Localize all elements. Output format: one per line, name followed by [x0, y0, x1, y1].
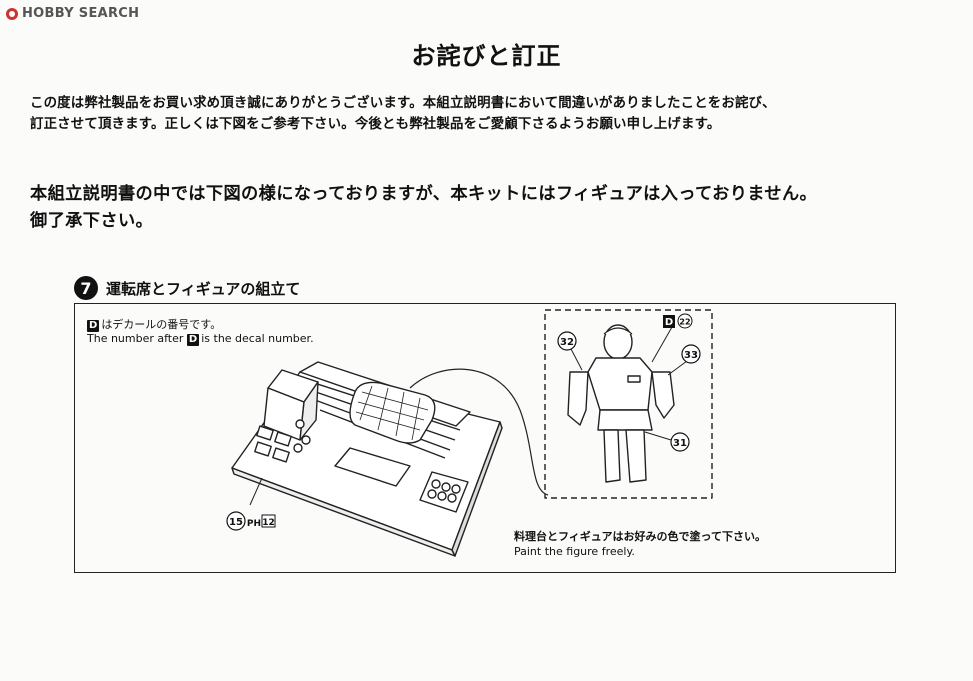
instruction-panel	[74, 303, 896, 573]
figure-dashed-frame	[544, 309, 713, 499]
page-title: お詫びと訂正	[411, 42, 562, 70]
notice-line-1: この度は弊社製品をお買い求め頂き誠にありがとうございます。本組立説明書において間…	[30, 96, 776, 111]
decal-note-en-post: is the decal number.	[201, 332, 314, 345]
tray-drawing	[334, 447, 411, 487]
cabinet-drawing	[263, 369, 319, 441]
callout-part-33: 33	[684, 350, 698, 361]
step-number-badge: 7	[74, 276, 98, 300]
callout-ph-label: PH	[247, 519, 261, 529]
figure-drawing	[567, 324, 675, 483]
correction-line-1: 本組立説明書の中では下図の様になっておりますが、本キットにはフィギュアは入ってお…	[30, 184, 818, 204]
paint-note-jp: 料理台とフィギュアはお好みの色で塗って下さい。	[514, 530, 767, 543]
step-title: 運転席とフィギュアの組立て	[106, 279, 301, 298]
decal-badge: D	[87, 320, 100, 332]
logo-mark-icon	[6, 7, 18, 20]
callout-part-15: 15	[229, 517, 243, 528]
paint-note-en: Paint the figure freely.	[514, 545, 635, 558]
controls-drawing	[254, 419, 311, 463]
connector-curve	[409, 368, 549, 496]
basket-drawing	[349, 381, 436, 444]
logo-text: HOBBY SEARCH	[22, 6, 140, 21]
notice-line-2: 訂正させて頂きます。正しくは下図をご参考下さい。今後とも弊社製品をご愛顧下さるよ…	[30, 117, 721, 132]
decal-badge-inline: D	[186, 334, 200, 346]
step-heading: 7 運転席とフィギュアの組立て	[74, 276, 300, 300]
callout-part-31: 31	[673, 438, 687, 449]
callout-part-32: 32	[560, 337, 574, 348]
bottle-rack-drawing	[419, 471, 469, 513]
callout-decal-badge: D	[665, 317, 673, 328]
callout-ph-number: 12	[262, 518, 275, 528]
decal-note-en-pre: The number after	[87, 332, 184, 345]
site-logo: HOBBY SEARCH	[6, 6, 139, 21]
correction-line-2: 御了承下さい。	[30, 211, 154, 231]
callout-decal-22: 22	[679, 318, 690, 327]
decal-note-jp-text: はデカールの番号です。	[101, 318, 222, 331]
